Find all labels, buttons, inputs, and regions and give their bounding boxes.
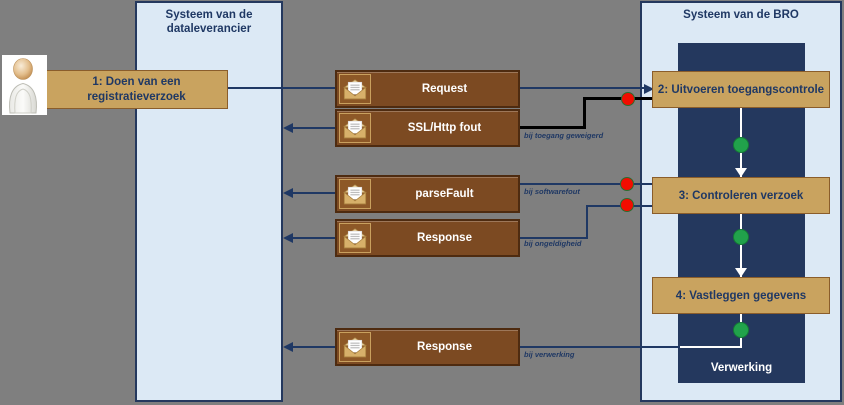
ssl-error-line-v xyxy=(583,97,586,128)
flow-line-step3-step4 xyxy=(740,214,742,277)
message-parsefault-label: parseFault xyxy=(415,188,474,200)
parsefault-arrow-line xyxy=(290,192,335,194)
envelope-icon xyxy=(339,74,371,104)
step-4-label: 4: Vastleggen gegevens xyxy=(675,289,807,302)
parsefault-line xyxy=(520,183,652,185)
note-softwarefout: bij softwarefout xyxy=(524,187,580,196)
ssl-arrow-line xyxy=(290,127,335,129)
note-verwerking: bij verwerking xyxy=(524,350,575,359)
message-response-processing: Response xyxy=(335,328,520,366)
response1-line-h1 xyxy=(586,205,652,207)
step-2-label: 2: Uitvoeren toegangscontrole xyxy=(657,83,825,96)
step-1-label-line2: registratieverzoek xyxy=(87,90,186,103)
message-response2-label: Response xyxy=(417,341,472,353)
envelope-icon xyxy=(339,179,371,209)
arrow-into-step2-icon xyxy=(644,84,654,94)
success-dot-2 xyxy=(733,229,749,245)
lane-title-line2: dataleverancier xyxy=(166,23,252,35)
response1-arrow-line xyxy=(290,237,335,239)
response1-line-v xyxy=(586,205,588,239)
step-3-label: 3: Controleren verzoek xyxy=(678,189,804,202)
error-dot-step2 xyxy=(621,92,635,106)
note-toegang-geweigerd: bij toegang geweigerd xyxy=(524,131,604,140)
error-dot-step3-b xyxy=(620,198,634,212)
note-ongeldigheid: bij ongeldigheid xyxy=(524,239,582,248)
message-parsefault: parseFault xyxy=(335,175,520,213)
arrow-response1-left-icon xyxy=(283,233,293,243)
lane-bro-title: Systeem van de BRO xyxy=(683,9,799,21)
step-1-registratieverzoek: 1: Doen van een registratieverzoek xyxy=(45,70,228,109)
message-request-label: Request xyxy=(421,83,468,95)
envelope-icon xyxy=(339,113,371,143)
step-2-toegangscontrole: 2: Uitvoeren toegangscontrole xyxy=(652,71,830,108)
ssl-error-line-h1 xyxy=(583,97,653,100)
flow-line-response-exit xyxy=(680,346,741,348)
message-response1-label: Response xyxy=(417,232,472,244)
success-dot-3 xyxy=(733,322,749,338)
message-request: Request xyxy=(335,70,520,108)
lane-dataleverancier-title: Systeem van de dataleverancier xyxy=(137,8,281,36)
step-4-vastleggen-gegevens: 4: Vastleggen gegevens xyxy=(652,277,830,314)
success-dot-1 xyxy=(733,137,749,153)
lane-dataleverancier: Systeem van de dataleverancier xyxy=(135,1,283,402)
arrow-parsefault-left-icon xyxy=(283,188,293,198)
response1-line-h2 xyxy=(520,237,588,239)
person-icon xyxy=(9,58,37,114)
verwerking-label: Verwerking xyxy=(710,362,773,374)
ssl-error-line-h2 xyxy=(520,126,586,129)
message-ssl-label: SSL/Http fout xyxy=(407,122,482,134)
step-3-controleren-verzoek: 3: Controleren verzoek xyxy=(652,177,830,214)
envelope-icon xyxy=(339,332,371,362)
message-response-validation: Response xyxy=(335,219,520,257)
data-supplier-actor xyxy=(2,55,47,115)
arrow-down-step4-icon xyxy=(735,268,747,277)
error-dot-step3-a xyxy=(620,177,634,191)
arrow-response2-left-icon xyxy=(283,342,293,352)
envelope-icon xyxy=(339,223,371,253)
arrow-ssl-left-icon xyxy=(283,123,293,133)
arrow-down-step3-icon xyxy=(735,168,747,177)
lane-title-line1: Systeem van de xyxy=(165,9,253,21)
message-ssl-http-fout: SSL/Http fout xyxy=(335,109,520,147)
step-1-label-line1: 1: Doen van een xyxy=(92,75,181,88)
